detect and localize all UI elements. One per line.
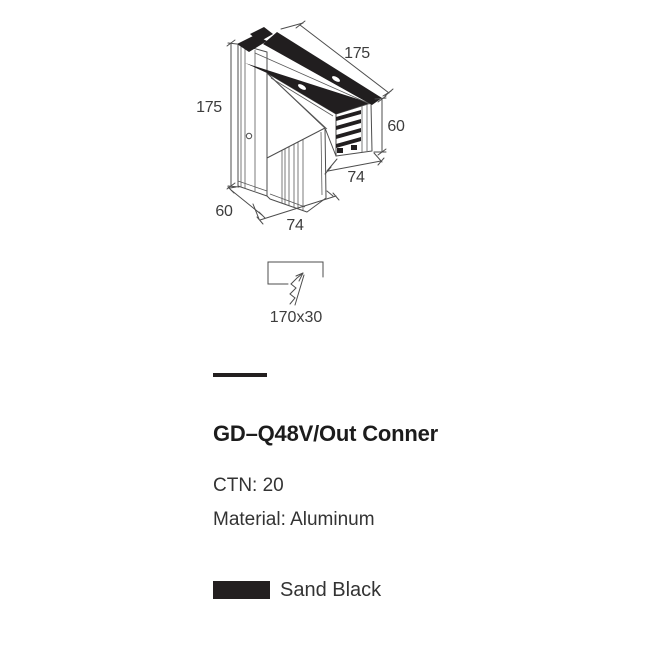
material-text: Material: Aluminum xyxy=(213,509,375,530)
dim-label-right-height: 60 xyxy=(387,118,405,135)
back-rail-top-face xyxy=(263,32,382,105)
arm-front-wall-lines xyxy=(269,75,334,130)
channel-groove-line xyxy=(254,52,371,105)
dim-label-top-length: 175 xyxy=(344,45,370,62)
screw-slot-icon xyxy=(332,76,340,82)
finish-color-swatch xyxy=(213,581,270,599)
divider-line xyxy=(213,373,267,377)
flange-plate xyxy=(237,43,268,197)
technical-drawing: 175 175 60 74 xyxy=(196,20,405,326)
dim-label-right-width: 74 xyxy=(347,169,365,186)
dim-label-bottom-width: 74 xyxy=(286,217,304,234)
dim-left-depth xyxy=(227,186,266,219)
cutout-size-label: 170x30 xyxy=(270,309,323,326)
front-rail-top-face xyxy=(245,63,370,114)
vertical-arm-rib-lines xyxy=(269,131,323,210)
end-section-ribs xyxy=(336,103,368,153)
back-cap-top-face xyxy=(250,27,273,42)
ctn-text: CTN: 20 xyxy=(213,475,284,496)
screw-hole-icon xyxy=(245,132,253,140)
finish-row: Sand Black xyxy=(213,578,382,601)
screw-slot-icon xyxy=(298,84,306,90)
dim-left-length xyxy=(226,39,240,190)
dim-top-length xyxy=(280,20,394,97)
dim-right-height xyxy=(373,95,387,156)
finish-label: Sand Black xyxy=(280,578,382,601)
dim-label-left-length: 175 xyxy=(196,99,222,116)
product-model-title: GD–Q48V/Out Conner xyxy=(213,421,438,446)
flange-detail-lines xyxy=(237,45,268,192)
dim-right-width xyxy=(324,152,385,175)
zigzag-arrow-icon xyxy=(289,272,305,306)
dim-bottom-width xyxy=(252,190,340,225)
dim-label-left-depth: 60 xyxy=(215,203,233,220)
cutout-profile-icon xyxy=(267,261,324,306)
